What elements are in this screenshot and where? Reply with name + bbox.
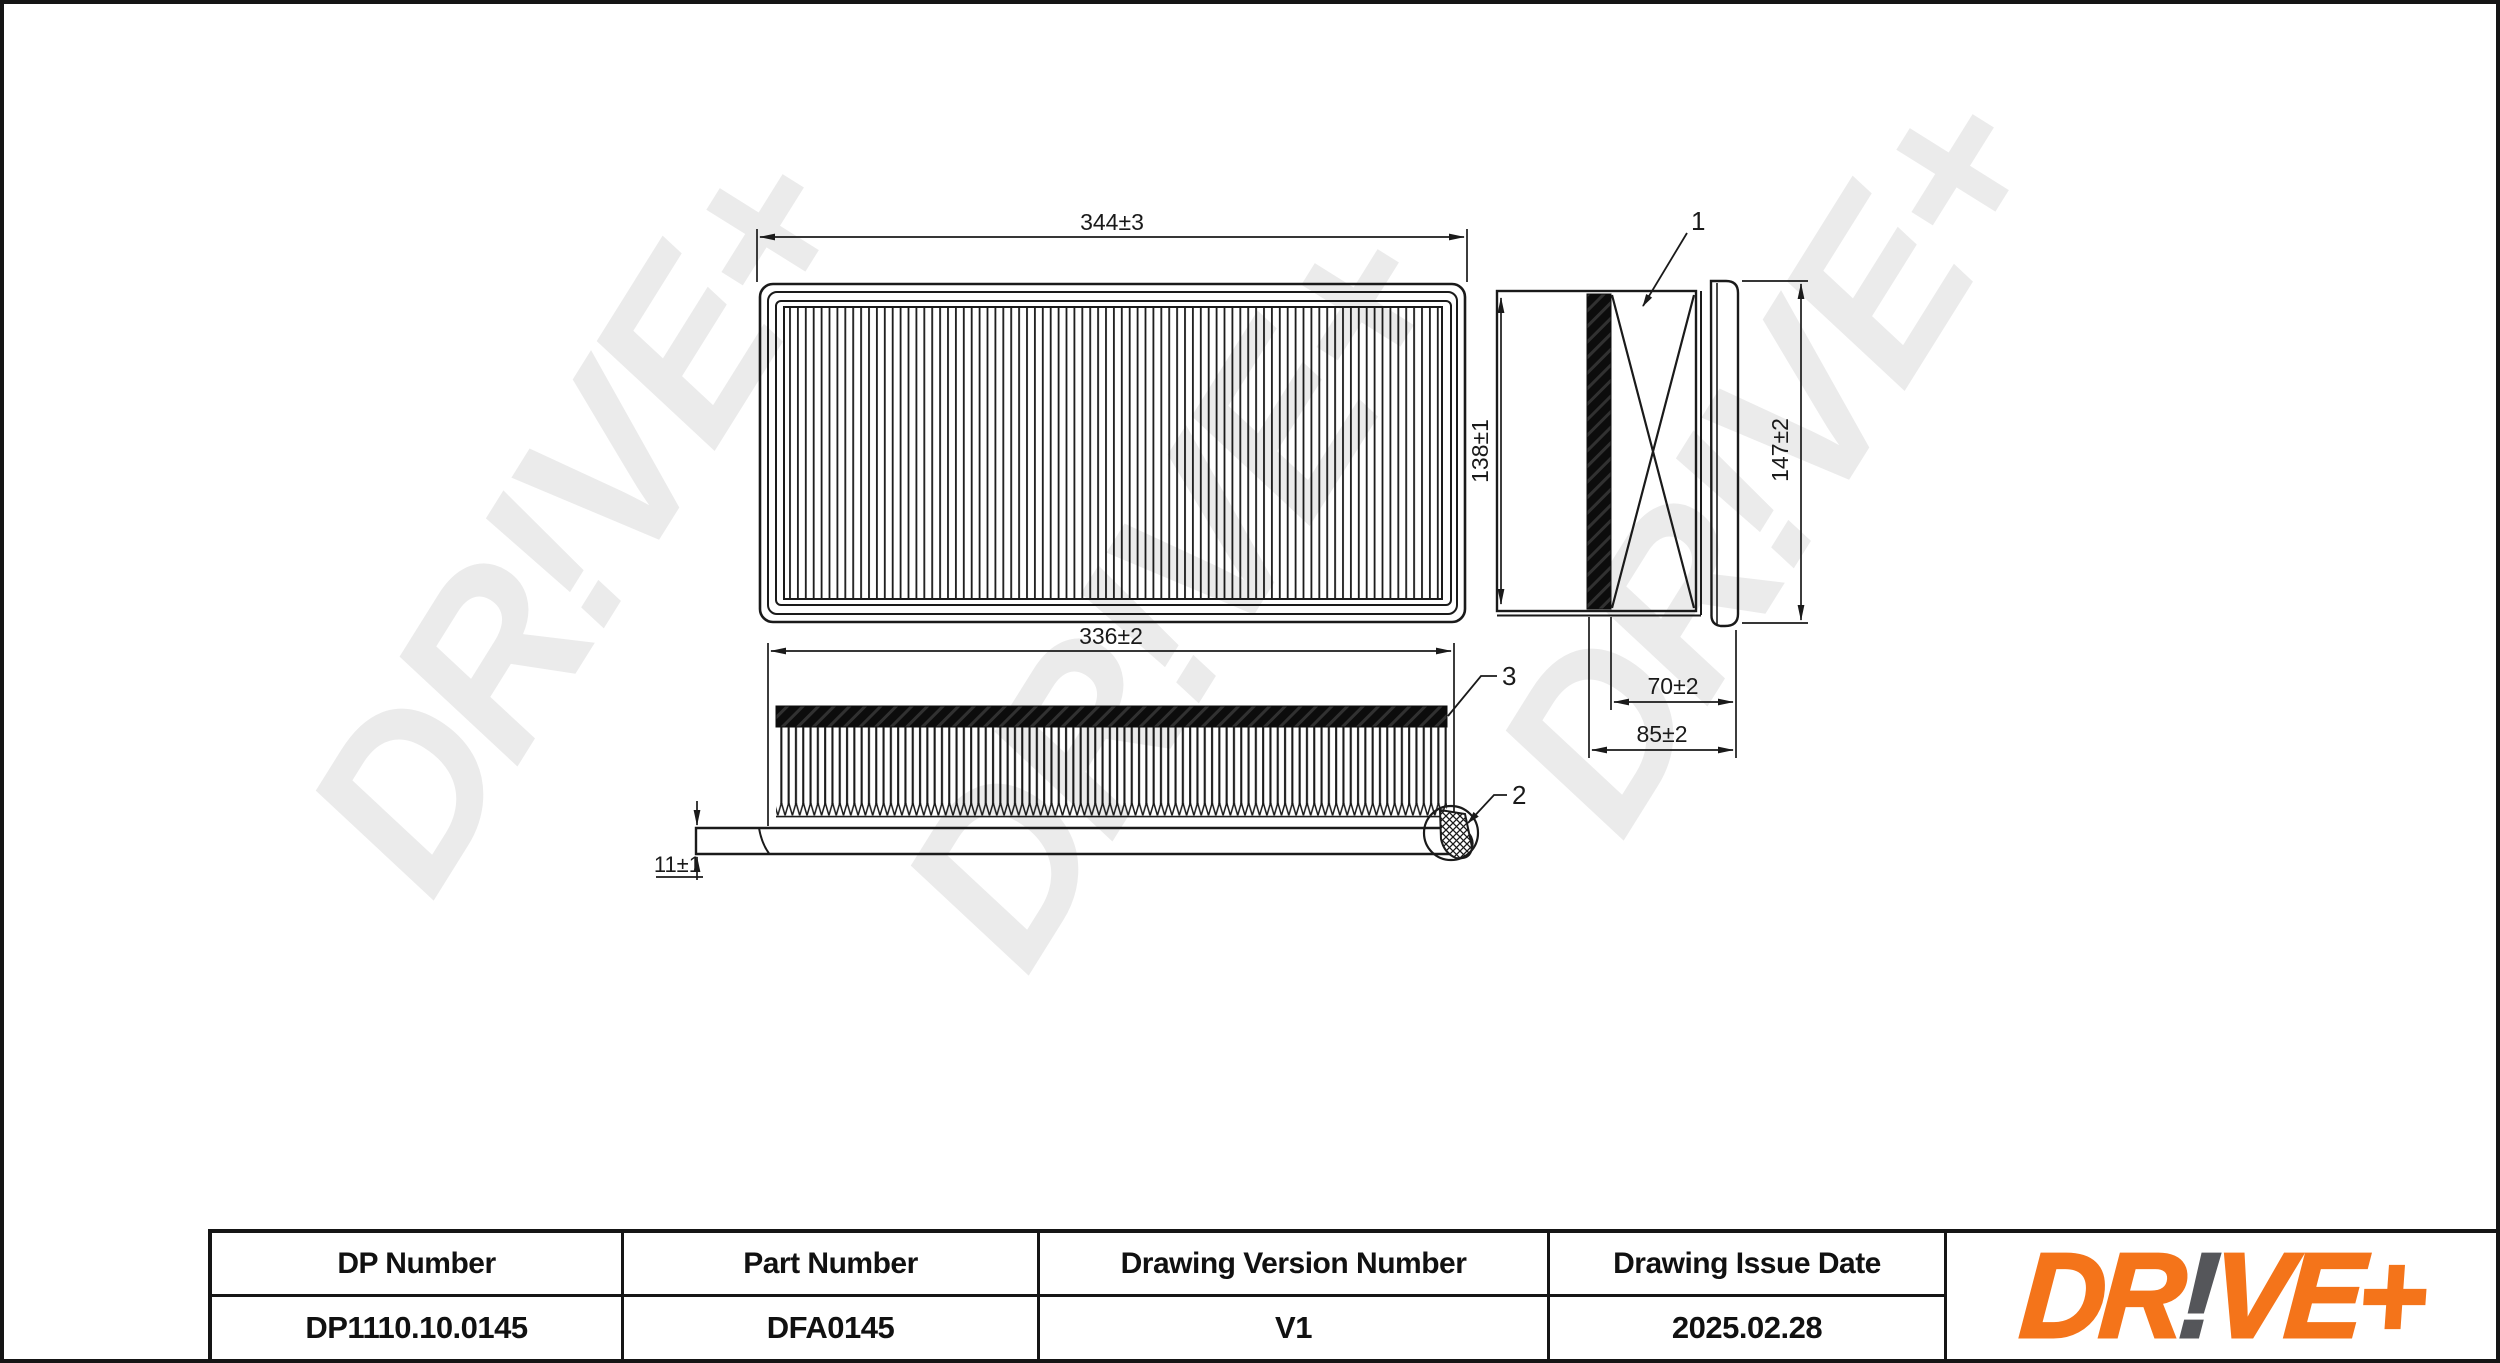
dim-height-outer-label: 147±2 bbox=[1767, 418, 1793, 482]
detail-circle bbox=[1422, 804, 1480, 862]
header-issue-date: Drawing Issue Date bbox=[1550, 1233, 1947, 1297]
value-part-number: DFA0145 bbox=[624, 1297, 1040, 1359]
dim-height-inner-label: 138±1 bbox=[1467, 419, 1493, 483]
dim-tray-thickness-label: 11±1 bbox=[654, 852, 701, 877]
filter-pleats-area bbox=[783, 306, 1443, 600]
dim-depth-inner-label: 70±2 bbox=[1648, 673, 1699, 699]
value-dp-number: DP1110.10.0145 bbox=[212, 1297, 624, 1359]
element-outline bbox=[1495, 289, 1698, 613]
logo-suffix: VE+ bbox=[2207, 1233, 2428, 1359]
callout-3-label: 3 bbox=[1502, 661, 1516, 691]
callout-2-label: 2 bbox=[1512, 780, 1526, 810]
side-view: 336±2 11±1 3 bbox=[654, 623, 1526, 880]
value-drawing-version: V1 bbox=[1040, 1297, 1550, 1359]
dim-depth-outer bbox=[1588, 617, 1734, 758]
filter-mid-frame bbox=[767, 291, 1458, 615]
filter-outer-frame bbox=[758, 282, 1467, 624]
header-dp-number: DP Number bbox=[212, 1233, 624, 1297]
value-issue-date: 2025.02.28 bbox=[1550, 1297, 1947, 1359]
technical-drawing: DR!VE+ DR!VE+ DR!VE+ 344±3 336±2 bbox=[255, 51, 2090, 1005]
media-top-seal bbox=[775, 705, 1448, 728]
seal-detail bbox=[1438, 808, 1474, 860]
media-pleats bbox=[776, 727, 1447, 804]
dim-tray-thickness bbox=[656, 801, 703, 880]
header-part-number: Part Number bbox=[624, 1233, 1040, 1297]
dim-overall-length-label: 344±3 bbox=[1080, 209, 1144, 235]
title-block-table: DP Number Part Number Drawing Version Nu… bbox=[208, 1229, 2496, 1359]
dim-overall-length bbox=[756, 229, 1468, 282]
media-pleat-tips bbox=[776, 803, 1447, 817]
brand-logo: DR!VE+ bbox=[2015, 1233, 2428, 1359]
plan-view bbox=[758, 282, 1467, 624]
logo-prefix: DR bbox=[2015, 1233, 2186, 1359]
callout-2-leader bbox=[1467, 794, 1507, 824]
callout-3-leader bbox=[1447, 675, 1497, 717]
callout-1-leader bbox=[1642, 232, 1688, 307]
tray-step-curve bbox=[758, 827, 770, 855]
callout-1-label: 1 bbox=[1691, 206, 1705, 236]
header-drawing-version: Drawing Version Number bbox=[1040, 1233, 1550, 1297]
dim-depth-outer-label: 85±2 bbox=[1637, 721, 1688, 747]
end-seal-bar bbox=[1586, 293, 1612, 610]
brand-logo-cell: DR!VE+ bbox=[1947, 1233, 2496, 1359]
dim-depth-inner bbox=[1610, 617, 1737, 758]
end-view: 138±1 147±2 70±2 85±2 1 bbox=[1467, 206, 1808, 758]
filter-inner-frame bbox=[775, 300, 1452, 606]
dim-media-length-label: 336±2 bbox=[1079, 623, 1143, 649]
end-tray bbox=[1709, 279, 1740, 628]
support-cross bbox=[1610, 294, 1696, 609]
dim-height-outer bbox=[1742, 280, 1808, 624]
